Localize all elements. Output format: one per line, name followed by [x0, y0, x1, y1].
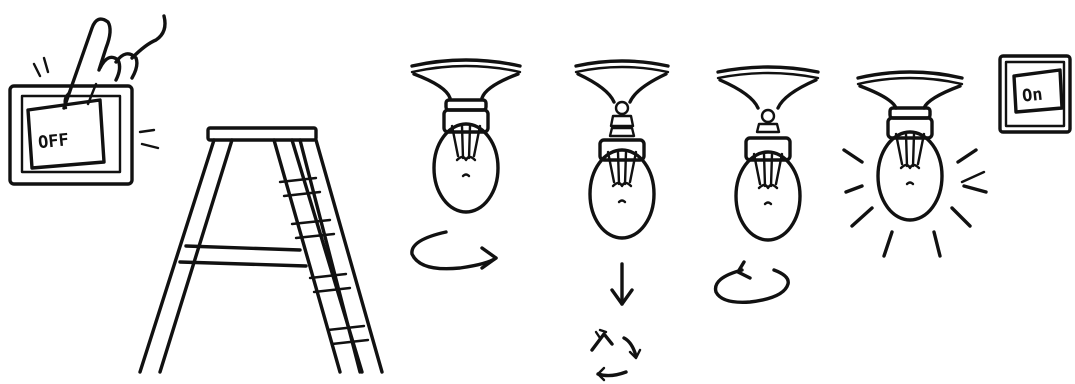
screw-in-bulb-step	[713, 65, 820, 304]
switch-on-label: On	[1021, 85, 1043, 107]
unscrew-bulb-step	[410, 58, 522, 271]
down-arrow-icon	[610, 262, 634, 306]
ceiling-bulb-icon	[716, 65, 820, 242]
ceiling-bulb-icon	[574, 59, 670, 240]
pointing-hand-icon	[62, 14, 167, 110]
light-switch-icon: OFF	[8, 84, 134, 186]
counterclockwise-arrow-icon	[410, 230, 498, 271]
recycle-icon	[590, 328, 642, 382]
glow-rays	[842, 148, 988, 258]
light-switch-icon: On	[998, 54, 1072, 134]
lit-bulb-icon	[856, 70, 964, 222]
lit-bulb-step	[842, 70, 988, 258]
switch-off-label: OFF	[37, 130, 70, 153]
switch-off-step: OFF	[8, 14, 167, 186]
switch-on-step: On	[998, 54, 1072, 134]
clockwise-arrow-icon	[713, 260, 790, 304]
ceiling-bulb-icon	[410, 58, 522, 214]
step-ladder-icon	[138, 126, 384, 374]
remove-bulb-step	[574, 59, 670, 382]
press-motion-marks	[32, 56, 160, 150]
